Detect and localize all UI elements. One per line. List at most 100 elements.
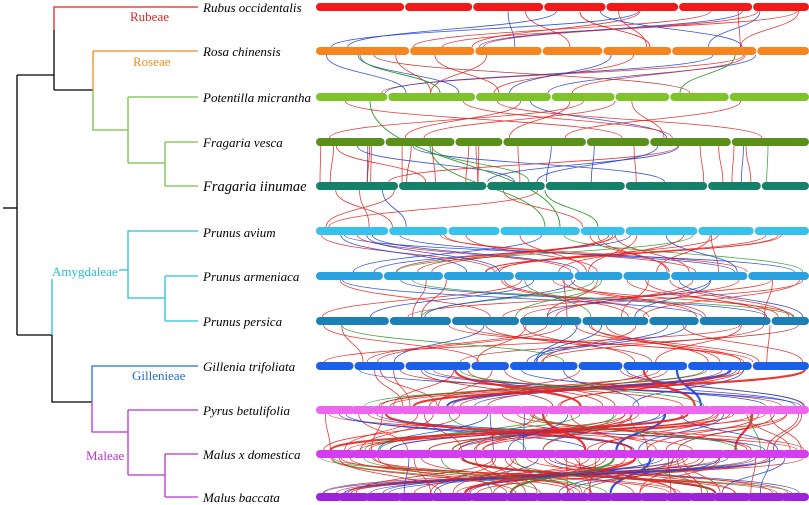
tree-leaf-gillenia <box>91 365 198 402</box>
synteny-links-potentilla-fvesca <box>329 100 763 139</box>
synteny-link <box>483 10 759 48</box>
synteny-link <box>335 145 427 183</box>
synteny-link <box>767 413 799 451</box>
synteny-link <box>764 279 773 318</box>
synteny-link <box>599 10 743 48</box>
synteny-link <box>527 457 789 494</box>
synteny-link <box>504 279 649 318</box>
synteny-link <box>655 324 742 363</box>
synteny-link <box>639 457 721 494</box>
tribe-label-backing <box>132 54 172 69</box>
synteny-link <box>364 413 581 451</box>
synteny-link <box>536 145 658 183</box>
synteny-link <box>345 413 586 451</box>
synteny-link <box>370 279 535 318</box>
synteny-link <box>344 413 419 451</box>
synteny-link <box>423 100 616 139</box>
synteny-link <box>621 279 649 318</box>
synteny-link <box>749 413 761 451</box>
synteny-link <box>396 234 694 273</box>
synteny-link <box>476 324 527 363</box>
synteny-link <box>353 234 542 273</box>
synteny-link <box>475 145 479 183</box>
synteny-link <box>421 369 554 407</box>
synteny-link <box>328 189 539 228</box>
synteny-link <box>474 457 526 494</box>
chromosome-tracks <box>316 3 809 501</box>
synteny-link <box>430 54 488 94</box>
synteny-link <box>382 189 407 228</box>
synteny-link <box>507 10 516 48</box>
synteny-link <box>547 54 756 94</box>
synteny-link <box>469 457 655 494</box>
synteny-link <box>412 279 427 318</box>
synteny-link <box>639 457 674 494</box>
phylogenetic-tree <box>3 6 198 498</box>
synteny-link <box>444 234 696 273</box>
synteny-link <box>359 413 735 451</box>
synteny-link <box>530 100 667 139</box>
synteny-link <box>406 145 412 183</box>
synteny-link <box>357 234 572 273</box>
synteny-link <box>338 413 635 451</box>
synteny-link <box>707 10 761 48</box>
synteny-link <box>329 145 334 183</box>
synteny-link <box>431 234 614 273</box>
synteny-link <box>526 324 669 363</box>
synteny-link <box>393 369 455 407</box>
synteny-link <box>519 234 587 273</box>
synteny-link <box>517 413 805 451</box>
synteny-link <box>323 324 479 363</box>
species-label-prunus-persica: Prunus persica <box>202 314 283 329</box>
synteny-link <box>366 234 500 273</box>
synteny-link <box>542 324 637 363</box>
synteny-link <box>515 279 602 318</box>
synteny-link <box>431 145 530 183</box>
synteny-link <box>393 324 485 363</box>
synteny-link <box>364 369 705 407</box>
synteny-link <box>669 279 790 318</box>
synteny-link <box>678 279 803 318</box>
synteny-link <box>378 413 489 451</box>
synteny-link <box>413 10 712 48</box>
synteny-link <box>631 100 665 139</box>
tribe-label-backing <box>85 448 126 463</box>
synteny-link <box>646 413 759 451</box>
synteny-link <box>509 457 626 494</box>
synteny-link <box>502 279 740 318</box>
synteny-link <box>344 100 623 139</box>
synteny-link <box>424 279 575 318</box>
synteny-links-pyrus-mdomestica <box>323 412 805 452</box>
synteny-link <box>322 279 522 318</box>
synteny-link <box>463 100 673 139</box>
synteny-link <box>772 413 803 451</box>
synteny-link <box>431 145 436 183</box>
synteny-link <box>571 54 746 94</box>
species-label-rubus-occidentalis: Rubus occidentalis <box>202 0 302 15</box>
synteny-link <box>502 189 583 228</box>
synteny-link <box>323 413 461 451</box>
synteny-link <box>560 369 729 407</box>
tree-branch-prunus-pair <box>127 270 165 299</box>
tribe-label-backing <box>51 264 119 279</box>
synteny-link <box>460 369 705 407</box>
synteny-link <box>454 369 582 407</box>
synteny-link <box>750 457 757 494</box>
species-label-potentilla-micrantha: Potentilla micrantha <box>202 90 311 105</box>
synteny-link <box>399 369 683 407</box>
synteny-link <box>626 279 779 318</box>
synteny-link <box>460 457 736 494</box>
synteny-link <box>321 234 495 273</box>
synteny-link <box>546 145 552 183</box>
synteny-link <box>737 10 741 48</box>
synteny-link <box>564 100 742 139</box>
tribe-label-backing <box>129 9 171 24</box>
synteny-link <box>570 279 706 318</box>
synteny-link <box>477 145 480 183</box>
synteny-link <box>546 279 711 318</box>
tribe-labels: Rubeae Roseae Amygdaleae Gillenieae Male… <box>51 9 187 463</box>
synteny-link <box>645 279 767 318</box>
tribe-label-backing <box>131 368 187 383</box>
